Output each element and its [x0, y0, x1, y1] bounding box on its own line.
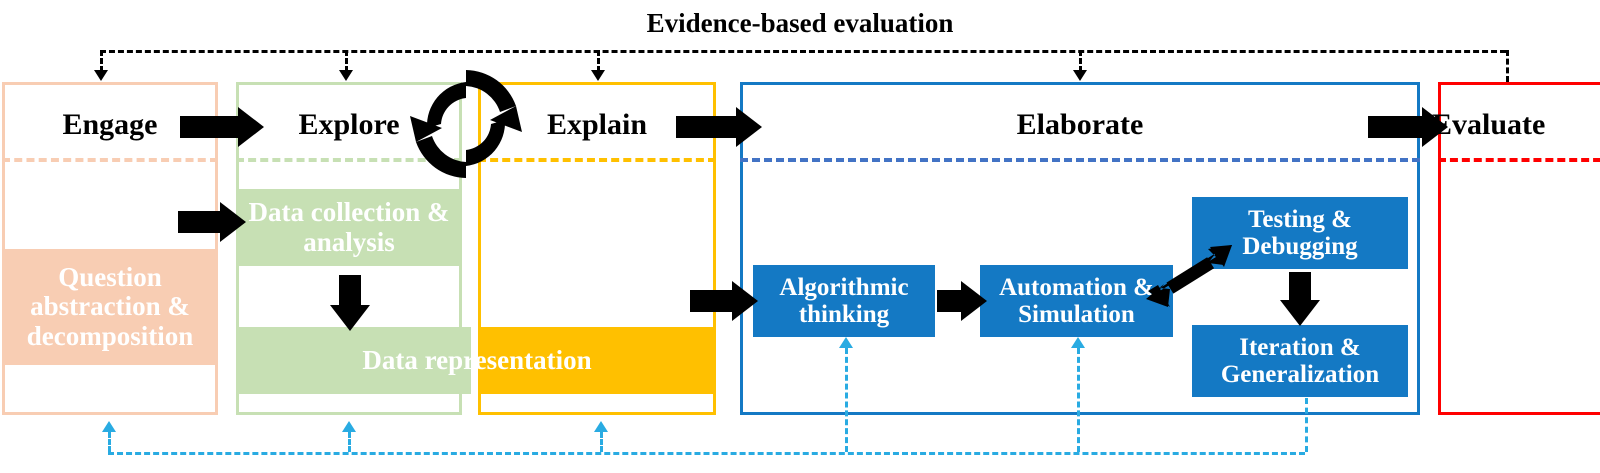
arrow-representation-to-algorithmic — [690, 281, 758, 321]
arrow-algorithmic-to-automation — [937, 281, 987, 321]
phase-title-evaluate: Evaluate — [1432, 108, 1546, 141]
arrow-automation-testing-bidirectional — [1146, 245, 1232, 307]
ct-feedback-riser-iteration — [1305, 398, 1308, 452]
ct-box-iteration-generalization[interactable]: Iteration & Generalization — [1192, 325, 1408, 397]
ct-feedback-line — [108, 452, 1305, 455]
phase-title-elaborate: Elaborate — [1016, 108, 1144, 141]
evidence-arrowhead-engage — [94, 70, 108, 81]
separator-engage — [2, 158, 218, 162]
ct-box-algorithmic-thinking[interactable]: Algorithmic thinking — [753, 265, 935, 337]
ct-feedback-riser-algorithmic — [845, 348, 848, 452]
arrow-engage-to-explore — [180, 107, 264, 147]
ct-feedback-arrowhead-algorithmic — [839, 337, 853, 348]
evidence-feedback-line — [100, 50, 1506, 53]
phase-box-evaluate[interactable] — [1438, 82, 1600, 415]
ct-feedback-riser-question — [108, 432, 111, 452]
arrow-elaborate-to-evaluate — [1368, 107, 1448, 147]
separator-elaborate — [740, 158, 1420, 162]
page-title: Evidence-based evaluation — [646, 8, 954, 38]
arrow-explain-to-elaborate — [676, 107, 762, 147]
arrow-testing-to-iteration — [1280, 272, 1320, 326]
ct-box-automation-simulation[interactable]: Automation & Simulation — [980, 265, 1173, 337]
ct-feedback-arrowhead-representation-explain — [594, 421, 608, 432]
evidence-arrowhead-explore — [339, 70, 353, 81]
evidence-feedback-drop-explain — [597, 50, 600, 72]
band-data-collection: Data collection & analysis — [239, 189, 459, 266]
separator-explore — [236, 158, 462, 162]
cycle-arrows-icon — [410, 70, 522, 178]
evidence-feedback-source-evaluate — [1506, 50, 1509, 82]
ct-box-testing-debugging[interactable]: Testing & Debugging — [1192, 197, 1408, 269]
ct-feedback-arrowhead-representation-explore — [342, 421, 356, 432]
band-question-abstraction: Question abstraction & decomposition — [5, 249, 215, 365]
evidence-arrowhead-elaborate — [1073, 70, 1087, 81]
ct-feedback-arrowhead-question — [102, 421, 116, 432]
arrow-collection-to-representation — [330, 275, 370, 331]
arrow-question-to-collection — [178, 202, 246, 242]
phase-box-engage[interactable] — [2, 82, 218, 415]
phase-title-engage: Engage — [62, 108, 158, 141]
phase-box-explore[interactable] — [236, 82, 462, 415]
separator-evaluate — [1438, 158, 1600, 162]
evidence-feedback-drop-explore — [345, 50, 348, 72]
ct-feedback-riser-representation-explain — [600, 432, 603, 452]
ct-feedback-arrowhead-automation — [1071, 337, 1085, 348]
evidence-arrowhead-explain — [591, 70, 605, 81]
phase-title-explore: Explore — [298, 108, 400, 141]
band-data-representation-explain — [481, 327, 715, 394]
phase-box-elaborate[interactable] — [740, 82, 1420, 415]
ct-feedback-riser-representation-explore — [348, 432, 351, 452]
band-data-representation-explore — [239, 327, 471, 394]
phase-title-explain: Explain — [546, 108, 648, 141]
separator-explain — [478, 158, 716, 162]
ct-feedback-riser-automation — [1077, 348, 1080, 452]
phase-box-explain[interactable] — [478, 82, 716, 415]
evidence-feedback-drop-engage — [100, 50, 103, 72]
evidence-feedback-drop-elaborate — [1079, 50, 1082, 72]
